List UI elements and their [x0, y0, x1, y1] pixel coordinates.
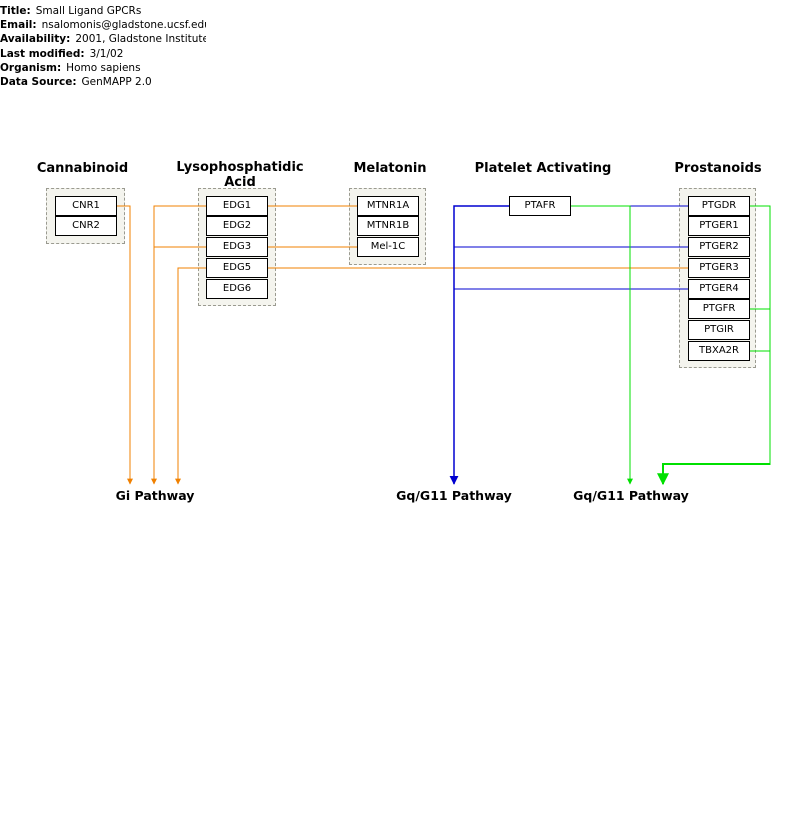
gene-edg6[interactable]: EDG6 — [206, 279, 268, 299]
connector-green-gq2 — [657, 463, 770, 486]
meta-title: Title:Small Ligand GPCRs — [0, 5, 142, 17]
meta-organism: Organism:Homo sapiens — [0, 61, 141, 74]
heading-cannabinoid: Cannabinoid — [36, 161, 129, 176]
meta-email: Email:nsalomonis@gladstone.ucsf.edu — [0, 19, 206, 32]
heading-melatonin: Melatonin — [353, 161, 427, 176]
pathway-info: Title:Small Ligand GPCRs Email:nsalomoni… — [0, 4, 206, 89]
gene-ptger4[interactable]: PTGER4 — [688, 279, 750, 299]
pathway-gq-g11-green[interactable]: Gq/G11 Pathway — [573, 488, 689, 503]
meta-last-modified: Last modified:3/1/02 — [0, 47, 124, 60]
gene-edg3[interactable]: EDG3 — [206, 237, 268, 257]
gene-ptgdr[interactable]: PTGDR — [688, 196, 750, 216]
connector-edg1-gi — [151, 205, 206, 485]
gene-mtnr1b[interactable]: MTNR1B — [357, 216, 419, 236]
gene-cnr1[interactable]: CNR1 — [55, 196, 117, 216]
pathway-gi[interactable]: Gi Pathway — [115, 488, 195, 503]
gene-ptger1[interactable]: PTGER1 — [688, 216, 750, 236]
connector-ptgdr-right — [750, 205, 771, 465]
heading-platelet-activating: Platelet Activating — [474, 161, 612, 176]
heading-prostanoids: Prostanoids — [674, 161, 762, 176]
gene-edg2[interactable]: EDG2 — [206, 216, 268, 236]
gene-edg5[interactable]: EDG5 — [206, 258, 268, 278]
connector-ptafr-gq2 — [570, 205, 633, 485]
gene-ptger2[interactable]: PTGER2 — [688, 237, 750, 257]
gene-ptgir[interactable]: PTGIR — [688, 320, 750, 340]
meta-data-source: Data Source:GenMAPP 2.0 — [0, 76, 152, 89]
meta-availability: Availability:2001, Gladstone Institute — [0, 33, 206, 46]
pathway-gq-g11-blue[interactable]: Gq/G11 Pathway — [396, 488, 512, 503]
connector-ptafr-gq — [449, 205, 509, 485]
gene-tbxa2r[interactable]: TBXA2R — [688, 341, 750, 361]
gene-cnr2[interactable]: CNR2 — [55, 216, 117, 236]
gene-mel1c[interactable]: Mel-1C — [357, 237, 419, 257]
connector-edg5-gi — [175, 267, 206, 485]
gene-ptgfr[interactable]: PTGFR — [688, 299, 750, 319]
gene-edg1[interactable]: EDG1 — [206, 196, 268, 216]
gene-mtnr1a[interactable]: MTNR1A — [357, 196, 419, 216]
heading-lpa: Lysophosphatidic Acid — [170, 160, 310, 190]
gene-ptafr[interactable]: PTAFR — [509, 196, 571, 216]
connector-cnr1-gi — [116, 205, 133, 485]
heading-lpa-line2: Acid — [224, 175, 256, 190]
heading-lpa-line1: Lysophosphatidic — [176, 160, 304, 175]
gene-ptger3[interactable]: PTGER3 — [688, 258, 750, 278]
